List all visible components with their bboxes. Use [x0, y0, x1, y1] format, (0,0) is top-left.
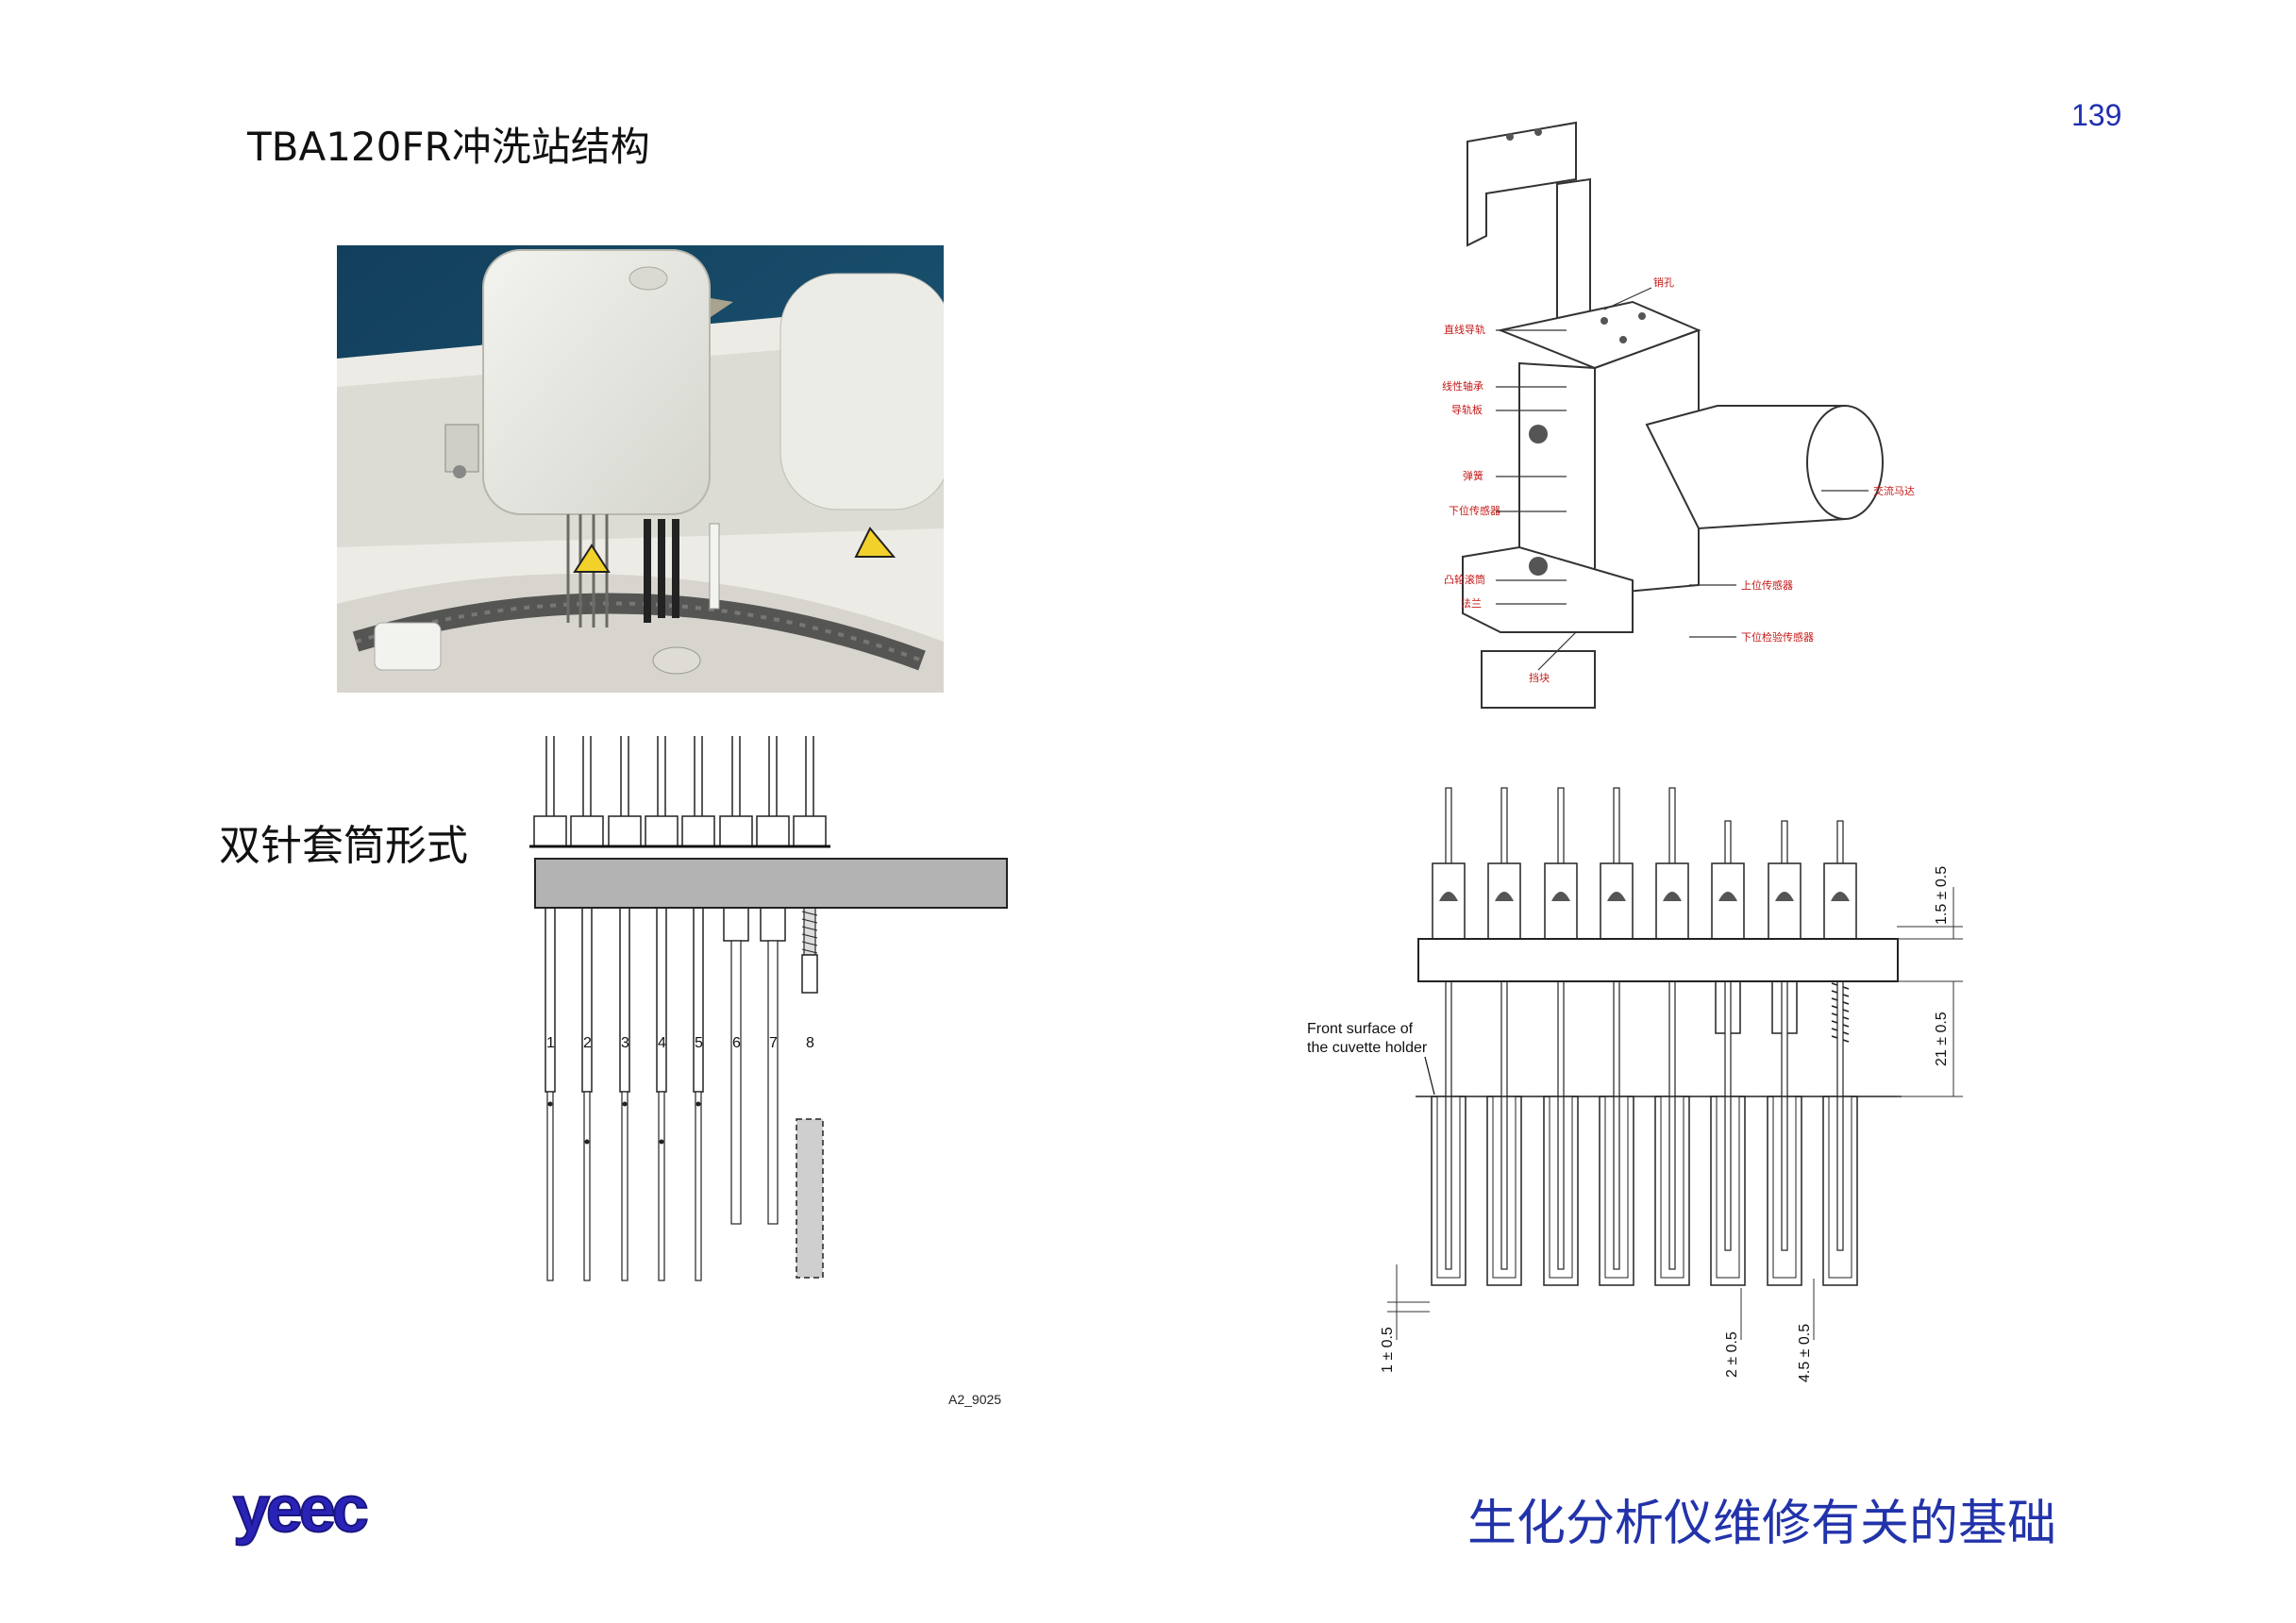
needle-5: 5: [678, 736, 719, 1281]
exploded-part-label: 凸轮滚筒: [1444, 573, 1485, 586]
exploded-part-label: 法兰: [1461, 596, 1482, 610]
needle-4: 4: [641, 736, 682, 1281]
yeec-logo: yeec: [232, 1480, 372, 1547]
needle-3: [1543, 787, 1579, 1286]
needle-2: [1486, 787, 1522, 1286]
logo-text: yeec: [233, 1480, 367, 1546]
exploded-part-label: 导轨板: [1451, 403, 1483, 416]
needle-number-label: 4: [658, 1035, 666, 1051]
needle-number-label: 2: [583, 1035, 592, 1051]
needle-7: 7: [752, 736, 794, 1225]
needle-7: [1767, 820, 1802, 1286]
holder-bar: [534, 858, 1008, 909]
dim-bottom-needle6: 2 ± 0.5: [1724, 1331, 1740, 1378]
needle-1: 1: [529, 736, 571, 1281]
exploded-part-label: 弹簧: [1463, 469, 1483, 482]
page-title: TBA120FR冲洗站结构: [247, 124, 650, 170]
needle-diagram-left: 1 2 3 4 5 6 7 8 A2_9025: [529, 736, 1008, 1407]
dim-mid: 21 ± 0.5: [1934, 1012, 1950, 1066]
needle-assembly-right: [1431, 787, 1858, 1286]
needle-8: 8: [789, 736, 830, 1279]
exploded-part-label: 下位检验传感器: [1741, 630, 1814, 644]
wash-station-photo: [337, 245, 944, 693]
needle-number-label: 6: [732, 1035, 741, 1051]
exploded-part-label: 上位传感器: [1741, 578, 1793, 592]
dim-bottom-needle8: 4.5 ± 0.5: [1797, 1324, 1813, 1382]
front-surface-label-2: the cuvette holder: [1307, 1040, 1428, 1056]
exploded-part-label: 线性轴承: [1442, 379, 1483, 393]
needle-2: 2: [566, 736, 608, 1281]
dim-top: 1.5 ± 0.5: [1934, 866, 1950, 925]
holder-bar-right: [1417, 938, 1899, 982]
needle-assembly-left: 1 2 3 4 5 6 7 8: [529, 736, 830, 1281]
needle-number-label: 5: [695, 1035, 703, 1051]
needle-1: [1431, 787, 1466, 1286]
page-number: 139: [2071, 98, 2122, 132]
needle-6: [1710, 820, 1746, 1286]
needle-number-label: 1: [546, 1035, 555, 1051]
needle-4: [1599, 787, 1634, 1286]
needle-number-label: 7: [769, 1035, 778, 1051]
footer-caption: 生化分析仪维修有关的基础: [1467, 1496, 2057, 1552]
exploded-part-label: 直线导轨: [1444, 323, 1485, 336]
needle-6: 6: [715, 736, 757, 1225]
figure-code: A2_9025: [948, 1392, 1001, 1407]
section-label: 双针套筒形式: [219, 822, 468, 870]
exploded-part-label: 销孔: [1653, 276, 1674, 289]
exploded-part-label: 挡块: [1529, 671, 1550, 684]
needle-3: 3: [604, 736, 645, 1281]
needle-8: [1822, 820, 1858, 1286]
needle-dimension-diagram: Front surface of the cuvette holder 1.5 …: [1307, 787, 1963, 1382]
needle-number-label: 8: [806, 1035, 814, 1051]
front-surface-label: Front surface of: [1307, 1021, 1414, 1037]
exploded-part-label: 下位传感器: [1449, 504, 1500, 517]
dim-bottom-left: 1 ± 0.5: [1380, 1327, 1396, 1373]
exploded-part-label: 交流马达: [1873, 484, 1915, 497]
needle-5: [1654, 787, 1690, 1286]
needle-number-label: 3: [621, 1035, 629, 1051]
